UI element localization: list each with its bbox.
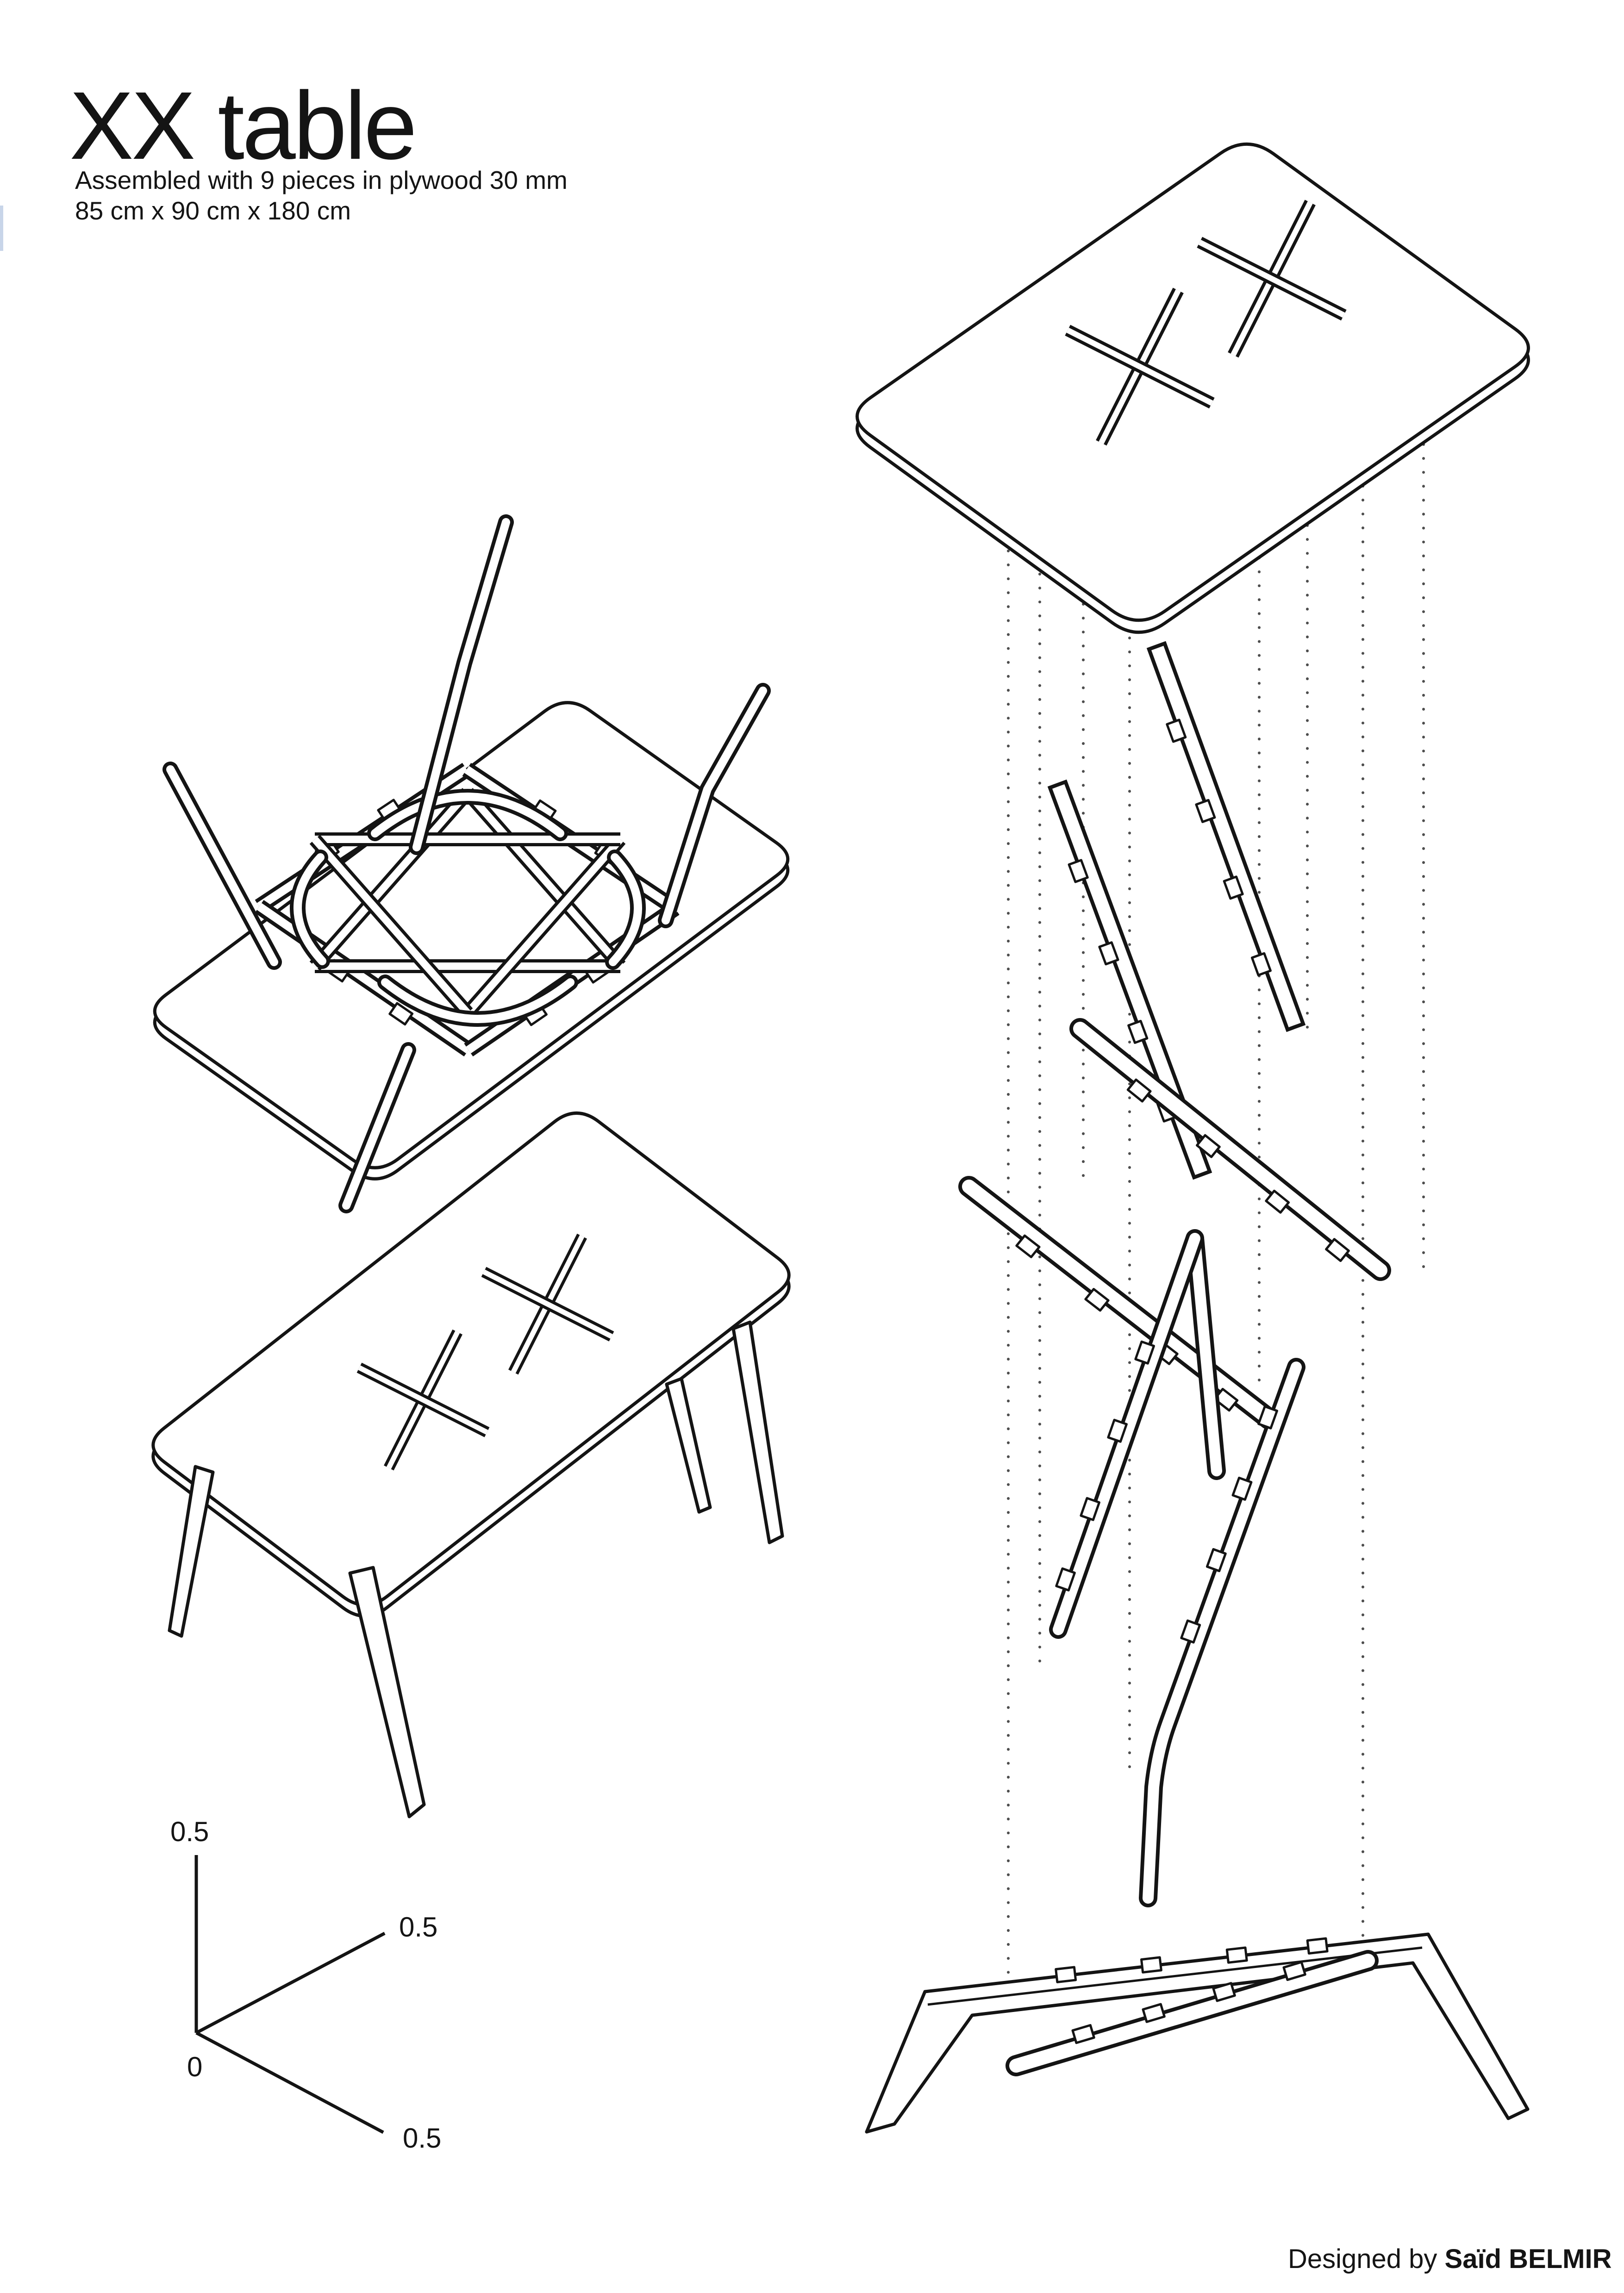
notch — [1306, 1937, 1329, 1955]
line — [464, 790, 624, 969]
notch — [1225, 1946, 1248, 1964]
notch — [1068, 859, 1089, 883]
notch — [1127, 1019, 1149, 1044]
line — [1073, 1022, 1387, 1277]
line — [195, 1931, 386, 2035]
line — [166, 765, 278, 966]
assembled-view-drawing — [151, 1111, 791, 1818]
notch — [1265, 1189, 1290, 1214]
line — [1189, 1233, 1222, 1476]
credit-designer-name: Saïd BELMIR — [1444, 2244, 1612, 2274]
leg — [348, 1566, 426, 1818]
line — [412, 518, 510, 851]
line — [371, 793, 564, 837]
tabletop-face — [153, 701, 790, 1169]
axis-label-origin: 0 — [187, 2051, 203, 2082]
notch — [1325, 1238, 1350, 1262]
notch — [1055, 1567, 1076, 1592]
axis-label-upper-right: 0.5 — [399, 1912, 438, 1943]
line — [312, 790, 471, 969]
line — [1066, 327, 1213, 406]
notch — [1250, 952, 1272, 976]
notch — [1223, 875, 1244, 900]
notch — [1134, 1340, 1155, 1365]
notch — [1180, 1619, 1201, 1644]
exploded-view-drawing — [856, 142, 1530, 2134]
leg — [731, 1320, 784, 1544]
line — [1143, 1362, 1302, 1904]
line — [482, 1269, 613, 1339]
line — [662, 687, 767, 925]
line — [464, 837, 624, 1016]
notch — [1071, 2024, 1095, 2044]
line — [962, 1180, 1276, 1426]
axis-label-up: 0.5 — [170, 1816, 209, 1847]
notch — [1107, 1418, 1128, 1443]
notch — [1196, 1134, 1221, 1158]
notch — [1015, 1234, 1041, 1258]
subtitle-line-1: Assembled with 9 pieces in plywood 30 mm — [75, 166, 568, 194]
page-title: XX table — [69, 72, 417, 180]
line — [927, 1946, 1423, 2006]
notch — [1195, 799, 1216, 823]
line — [381, 978, 575, 1023]
bottom-view-drawing — [153, 514, 790, 1213]
notch — [1098, 941, 1119, 966]
page-subtitle: Assembled with 9 pieces in plywood 30 mm… — [75, 165, 568, 226]
notch — [1206, 1548, 1227, 1572]
credit-prefix: Designed by — [1288, 2244, 1445, 2274]
subtitle-line-2: 85 cm x 90 cm x 180 cm — [75, 196, 351, 225]
notch — [1140, 1956, 1162, 1974]
left-edge-scroll-artifact — [0, 206, 3, 251]
axis-label-lower-right: 0.5 — [403, 2123, 442, 2154]
line — [312, 837, 471, 1016]
trestle — [865, 1932, 1530, 2134]
notch — [1084, 1287, 1110, 1312]
notch — [1257, 1405, 1278, 1430]
line — [1053, 1233, 1200, 1635]
notch — [1142, 2003, 1166, 2023]
line — [609, 853, 642, 966]
notch — [1126, 1078, 1152, 1103]
line — [358, 1365, 488, 1435]
line — [1198, 239, 1345, 318]
leg — [168, 1465, 215, 1638]
notch — [388, 1002, 414, 1026]
axis-indicator — [194, 1855, 386, 2134]
notch — [1231, 1476, 1253, 1501]
tabletop-face — [856, 142, 1530, 622]
notch — [1166, 719, 1187, 743]
exploded-guide-lines — [1007, 443, 1425, 1994]
tabletop-face — [151, 1111, 791, 1607]
line — [1009, 1954, 1375, 2073]
line — [1151, 646, 1301, 1027]
line — [294, 853, 326, 965]
notch — [1212, 1982, 1236, 2002]
notch — [1080, 1497, 1100, 1521]
line — [195, 2031, 384, 2134]
designer-credit: Designed by Saïd BELMIR — [1288, 2243, 1612, 2274]
notch — [1055, 1966, 1077, 1983]
line — [342, 1046, 412, 1210]
notch — [1282, 1961, 1306, 1981]
leg — [665, 1377, 712, 1514]
